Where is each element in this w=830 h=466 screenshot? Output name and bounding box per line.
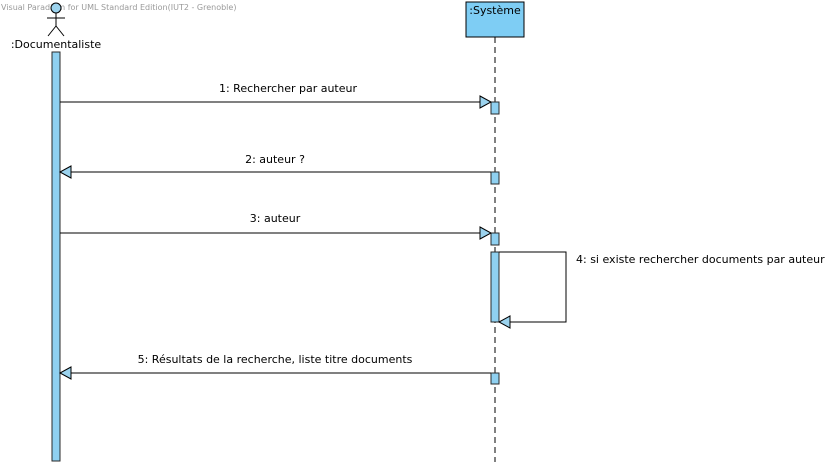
message-4-label: 4: si existe rechercher documents par au…: [576, 253, 825, 266]
watermark-text: Visual Paradigm for UML Standard Edition…: [1, 3, 236, 12]
message-5-label: 5: Résultats de la recherche, liste titr…: [138, 353, 413, 366]
arrowhead-right-icon: [479, 226, 493, 240]
arrowhead-left-icon: [58, 366, 72, 380]
message-5: 5: Résultats de la recherche, liste titr…: [58, 353, 491, 380]
message-3-label: 3: auteur: [250, 212, 301, 225]
arrowhead-left-icon: [497, 315, 511, 329]
system-activation-1: [490, 101, 500, 115]
message-4-self-call: 4: si existe rechercher documents par au…: [497, 251, 825, 329]
message-1: 1: Rechercher par auteur: [60, 82, 493, 109]
system-activation-5: [490, 372, 500, 385]
actor-activation-bar: [51, 51, 61, 462]
arrowhead-left-icon: [58, 165, 72, 179]
actor-label: :Documentaliste: [11, 38, 102, 51]
message-2-label: 2: auteur ?: [245, 153, 305, 166]
message-2: 2: auteur ?: [58, 153, 491, 179]
system-activation-3: [490, 232, 500, 246]
message-3: 3: auteur: [60, 212, 493, 240]
actor-icon: [47, 2, 65, 37]
system-activation-4: [490, 251, 500, 323]
message-1-label: 1: Rechercher par auteur: [219, 82, 357, 95]
system-activation-2: [490, 171, 500, 185]
system-label: :Système: [469, 4, 521, 17]
arrowhead-right-icon: [479, 95, 493, 109]
